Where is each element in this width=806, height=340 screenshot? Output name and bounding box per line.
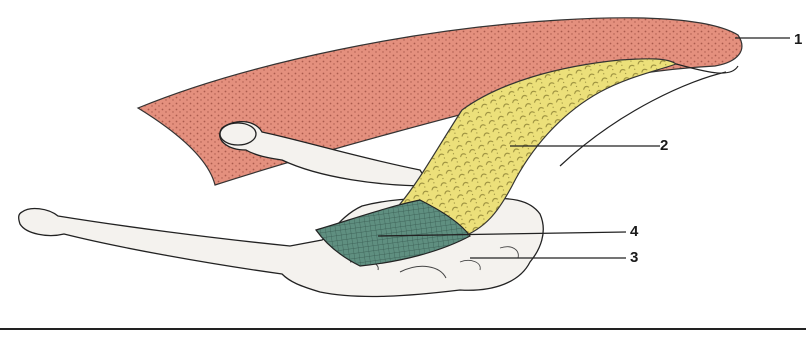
- label-1: 1: [794, 31, 802, 48]
- bottom-divider: [0, 328, 806, 330]
- label-2: 2: [660, 137, 668, 154]
- label-3: 3: [630, 249, 638, 266]
- label-4: 4: [630, 223, 639, 240]
